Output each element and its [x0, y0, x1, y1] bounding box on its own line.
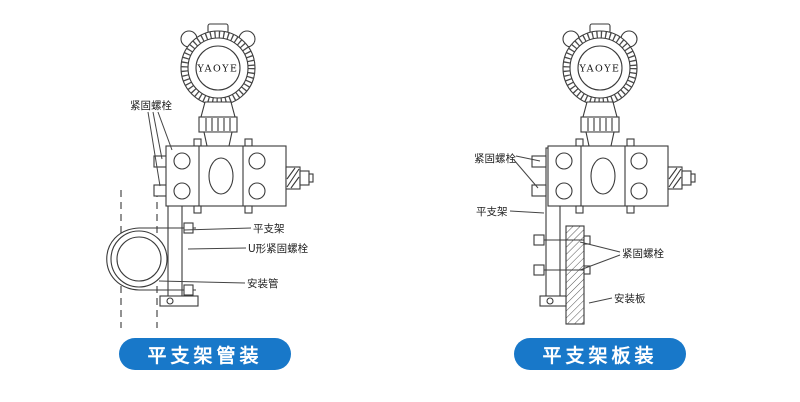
u-bolt — [106, 227, 140, 291]
pipe-inner-wall — [116, 236, 162, 282]
u-bolt-nut — [183, 222, 194, 234]
label-fastening-bolts-side: 紧固螺栓 — [622, 247, 664, 260]
caption-pipe-mount-text: 平支架管装 — [147, 345, 263, 367]
label-fastening-bolts: 紧固螺栓 — [130, 99, 172, 112]
fastening-bolt — [531, 184, 547, 197]
label-flat-bracket: 平支架 — [476, 206, 508, 218]
pipe-cross-section — [110, 230, 168, 288]
mounting-plate — [565, 225, 585, 325]
fastening-bolt — [531, 155, 547, 168]
fastening-bolt — [533, 234, 545, 246]
transmitter-left — [166, 24, 313, 213]
fastening-bolt — [533, 264, 545, 276]
bolt-nut — [583, 265, 591, 275]
caption-plate-mount-text: 平支架板装 — [542, 345, 658, 367]
diagram-plate-mount: 紧固螺栓 平支架 紧固螺栓 安装板 — [474, 24, 695, 325]
caption-pipe-mount: 平支架管装 — [119, 338, 291, 370]
label-flat-bracket: 平支架 — [253, 223, 285, 235]
caption-plate-mount: 平支架板装 — [514, 338, 686, 370]
u-bolt-nut — [183, 284, 194, 296]
mounting-diagrams: YAOYE — [106, 0, 800, 328]
label-mounting-pipe: 安装管 — [247, 277, 279, 290]
transmitter-right — [548, 24, 695, 213]
label-mounting-plate: 安装板 — [614, 292, 646, 305]
diagram-pipe-mount: 紧固螺栓 平支架 U形紧固螺栓 安装管 — [106, 24, 313, 328]
label-u-bolt: U形紧固螺栓 — [248, 242, 309, 255]
label-fastening-bolts-top: 紧固螺栓 — [474, 152, 516, 165]
bracket-foot — [159, 295, 199, 307]
